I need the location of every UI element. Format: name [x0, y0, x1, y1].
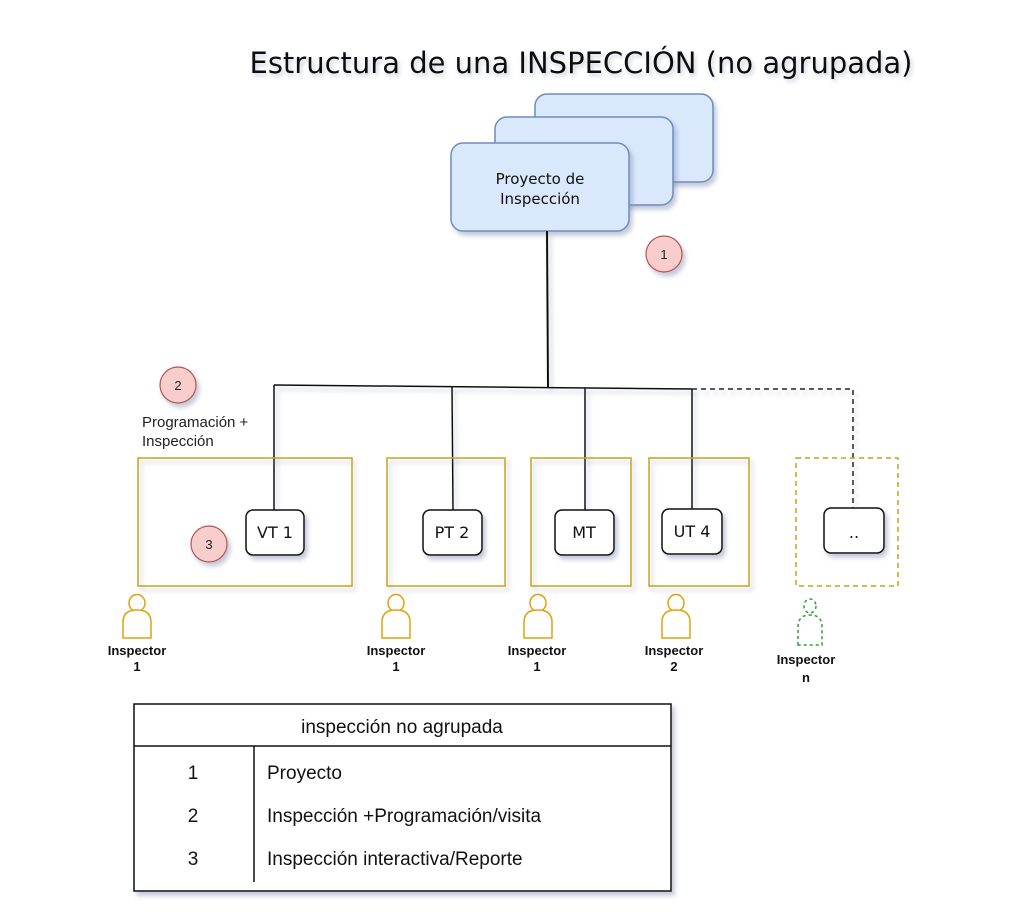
project-stack: Proyecto de Inspección — [450, 93, 714, 232]
inspector-vt1-line2: 1 — [133, 659, 140, 674]
node-more-label: .. — [849, 523, 859, 542]
inspector-vt1-line1: Inspector — [108, 643, 167, 658]
badge-1-label: 1 — [660, 247, 667, 262]
group-label-line1: Programación + — [142, 414, 249, 431]
node-vt1[interactable]: VT 1 — [245, 509, 305, 556]
node-mt-label: MT — [572, 523, 596, 542]
inspector-mt-line2: 1 — [533, 659, 540, 674]
node-pt2-label: PT 2 — [435, 523, 470, 542]
trunk-line — [546, 230, 549, 388]
inspector-more-line2: n — [802, 670, 810, 685]
inspector-more[interactable]: Inspector n — [777, 598, 836, 685]
connectors — [273, 230, 854, 511]
person-icon — [122, 593, 152, 639]
legend-header: inspección no agrupada — [301, 717, 503, 738]
legend-row-1-num: 1 — [188, 763, 199, 784]
node-mt[interactable]: MT — [554, 509, 615, 556]
inspector-pt2-line2: 1 — [392, 659, 399, 674]
person-dashed-icon — [797, 598, 823, 646]
group-box-pt2[interactable] — [386, 457, 506, 587]
group-box-ut4[interactable] — [648, 457, 750, 587]
branch-pt2 — [451, 385, 454, 511]
badge-3-label: 3 — [205, 537, 212, 552]
badge-3: 3 — [190, 525, 228, 563]
person-icon — [523, 593, 553, 639]
badge-2: 2 — [159, 366, 197, 404]
inspector-mt-line1: Inspector — [508, 643, 567, 658]
node-more[interactable]: .. — [823, 507, 885, 554]
method-nodes: VT 1 PT 2 MT UT 4 .. — [245, 507, 885, 556]
inspector-pt2[interactable]: Inspector 1 — [367, 593, 426, 675]
bus-line — [273, 384, 693, 390]
project-label-line2: Inspección — [500, 190, 580, 208]
inspectors: Inspector 1 Inspector 1 Inspector 1 In — [108, 593, 836, 685]
node-ut4[interactable]: UT 4 — [661, 508, 723, 555]
inspector-vt1[interactable]: Inspector 1 — [108, 593, 167, 675]
node-pt2[interactable]: PT 2 — [422, 509, 483, 556]
legend-row-2-num: 2 — [188, 806, 199, 827]
person-icon — [381, 593, 411, 639]
branch-more-dashed — [692, 388, 854, 510]
project-card-front[interactable] — [450, 142, 630, 232]
legend-frame — [133, 703, 672, 892]
inspector-ut4[interactable]: Inspector 2 — [645, 593, 704, 675]
node-vt1-label: VT 1 — [257, 523, 293, 542]
group-boxes — [137, 457, 899, 587]
inspector-ut4-line2: 2 — [670, 659, 677, 674]
legend-table: inspección no agrupada 1 Proyecto 2 Insp… — [133, 703, 672, 892]
node-ut4-label: UT 4 — [674, 522, 711, 541]
legend-row-2-desc: Inspección +Programación/visita — [267, 806, 541, 827]
diagram-title: Estructura de una INSPECCIÓN (no agrupad… — [250, 46, 913, 80]
legend-row-1-desc: Proyecto — [267, 763, 342, 784]
inspector-mt[interactable]: Inspector 1 — [508, 593, 567, 675]
badge-2-label: 2 — [174, 378, 181, 393]
group-box-more[interactable] — [795, 457, 899, 587]
group-box-vt1[interactable] — [137, 457, 353, 587]
inspector-more-line1: Inspector — [777, 652, 836, 667]
inspector-ut4-line1: Inspector — [645, 643, 704, 658]
inspector-pt2-line1: Inspector — [367, 643, 426, 658]
group-label-line2: Inspección — [142, 433, 214, 450]
legend-row-3-desc: Inspección interactiva/Reporte — [267, 849, 523, 870]
person-icon — [661, 593, 691, 639]
group-box-mt[interactable] — [530, 457, 632, 587]
legend-row-3-num: 3 — [188, 849, 199, 870]
badge-1: 1 — [645, 235, 683, 273]
project-label-line1: Proyecto de — [496, 170, 585, 188]
